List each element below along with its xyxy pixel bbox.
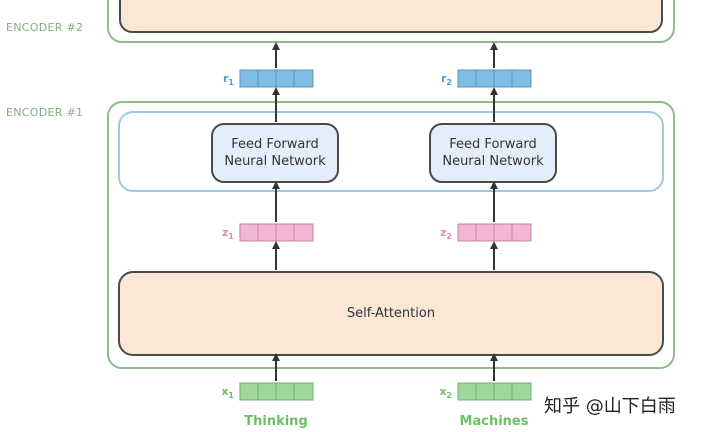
x2-subscript: 2 <box>446 391 452 401</box>
x2-vector <box>457 382 532 401</box>
encoder-2-frame <box>107 0 675 43</box>
x2-label: x2 <box>422 385 452 400</box>
z2-label: z2 <box>422 226 452 241</box>
x1-letter: x <box>221 385 229 398</box>
z1-subscript: 1 <box>228 232 234 242</box>
watermark: 知乎 @山下白雨 <box>544 396 676 417</box>
self-attention-label: Self-Attention <box>346 306 436 321</box>
encoder-1-frame <box>107 101 675 369</box>
input-word-2: Machines <box>459 414 529 429</box>
r1-label: r1 <box>204 72 234 87</box>
input-word-1: Thinking <box>244 414 308 429</box>
x1-vector <box>239 382 314 401</box>
z2-subscript: 2 <box>446 232 452 242</box>
z1-label: z1 <box>204 226 234 241</box>
ffn-1-line2: Neural Network <box>224 154 326 169</box>
x2-letter: x <box>439 385 447 398</box>
r2-vector <box>457 69 532 88</box>
r1-letter: r <box>222 72 229 85</box>
ffn-container <box>118 111 664 192</box>
r2-subscript: 2 <box>446 78 452 88</box>
z2-vector <box>457 223 532 242</box>
ffn-1-line1: Feed Forward <box>231 137 319 152</box>
z1-letter: z <box>222 226 229 239</box>
r1-vector <box>239 69 314 88</box>
ffn-2-line1: Feed Forward <box>449 137 537 152</box>
r1-subscript: 1 <box>228 78 234 88</box>
z1-vector <box>239 223 314 242</box>
encoder-2-label: ENCODER #2 <box>6 21 84 34</box>
x1-subscript: 1 <box>228 391 234 401</box>
encoder-2-inner-box <box>119 0 663 33</box>
x1-label: x1 <box>204 385 234 400</box>
self-attention-box <box>118 271 664 356</box>
encoder-1-label: ENCODER #1 <box>6 106 84 119</box>
ffn-2-label: Feed Forward Neural Network <box>430 136 556 170</box>
ffn-1-label: Feed Forward Neural Network <box>212 136 338 170</box>
z2-letter: z <box>440 226 447 239</box>
r2-letter: r <box>440 72 447 85</box>
ffn-2-line2: Neural Network <box>442 154 544 169</box>
r2-label: r2 <box>422 72 452 87</box>
